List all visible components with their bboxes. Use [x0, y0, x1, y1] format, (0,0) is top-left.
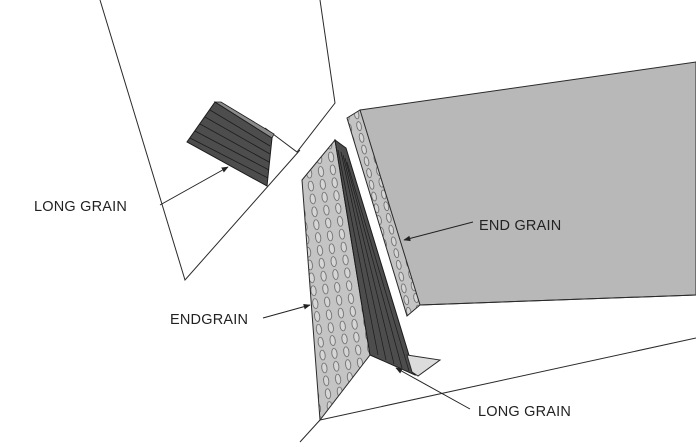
lower-board-outline: [299, 337, 696, 443]
label-endgrain-left: ENDGRAIN: [170, 312, 248, 328]
leader-end-grain-right: [403, 221, 474, 242]
upper-long-grain-piece: [186, 101, 275, 187]
leader-lines: [159, 166, 474, 410]
right-end-grain-strip: [346, 109, 421, 317]
label-long-grain-bottom: LONG GRAIN: [478, 404, 571, 420]
upper-board-outline: [99, 0, 336, 282]
label-long-grain-top: LONG GRAIN: [34, 199, 127, 215]
middle-long-grain-strip: [334, 138, 416, 376]
leader-long-grain-bottom: [395, 367, 471, 410]
label-end-grain-right: END GRAIN: [479, 218, 561, 234]
leader-long-grain-top: [159, 166, 229, 206]
leader-endgrain-left: [262, 303, 311, 319]
bevel-tip: [406, 354, 442, 377]
main-board: [359, 61, 696, 306]
